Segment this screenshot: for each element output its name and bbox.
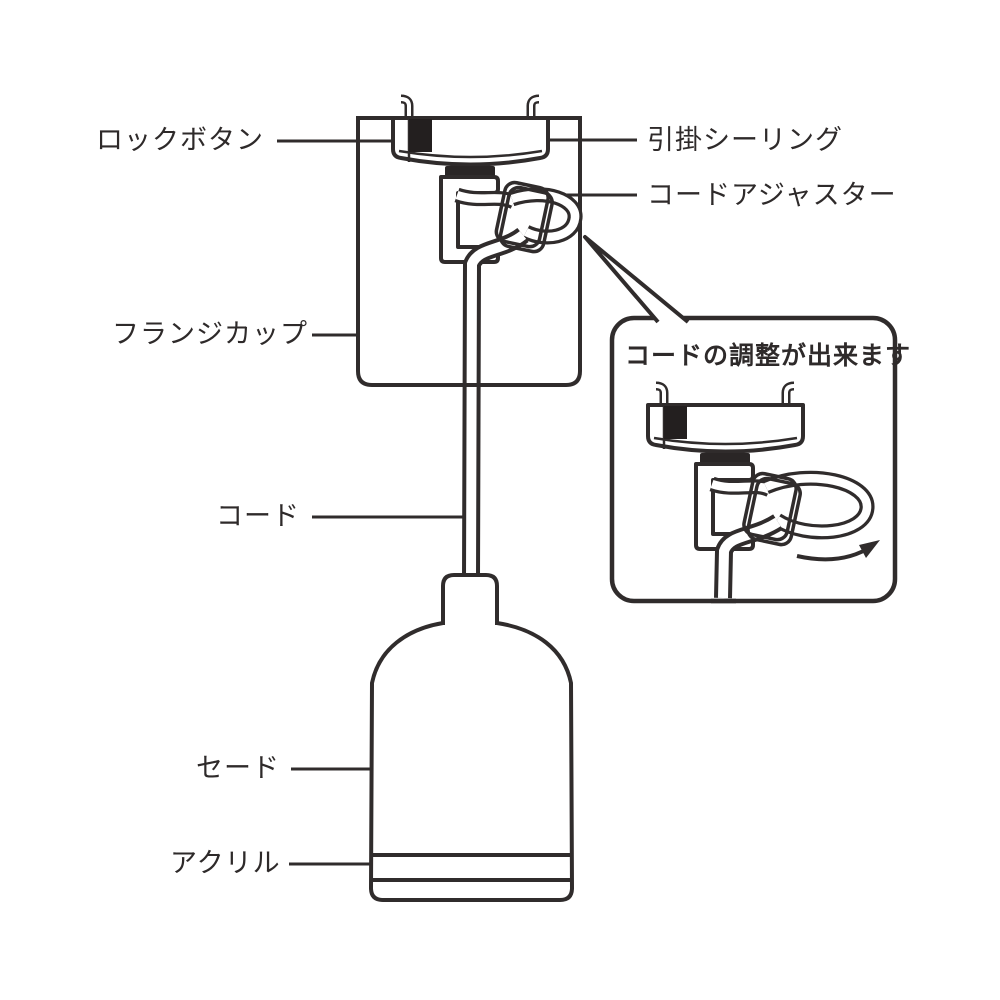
rotation-arrow-head (859, 540, 880, 558)
callout-note: コードの調整が出来ます (625, 343, 912, 370)
shade-fill (371, 623, 572, 900)
socket-shape (441, 573, 499, 625)
shade-shape (368, 621, 575, 902)
label-cord: コード (216, 501, 300, 531)
label-cord-adjuster: コードアジャスター (647, 180, 897, 210)
mini-diagram (648, 386, 880, 604)
adjuster-piece (494, 180, 554, 254)
label-shade: セード (196, 753, 280, 783)
label-acrylic: アクリル (170, 848, 281, 878)
label-flange-cup: フランジカップ (112, 319, 308, 349)
leader-lines (277, 138, 637, 866)
label-lock-button: ロックボタン (96, 125, 264, 155)
mini-adjuster-piece (742, 471, 802, 547)
cord-adjuster-knot (454, 180, 583, 581)
callout-tail (583, 235, 690, 324)
label-ceiling-plug: 引掛シーリング (647, 125, 843, 155)
